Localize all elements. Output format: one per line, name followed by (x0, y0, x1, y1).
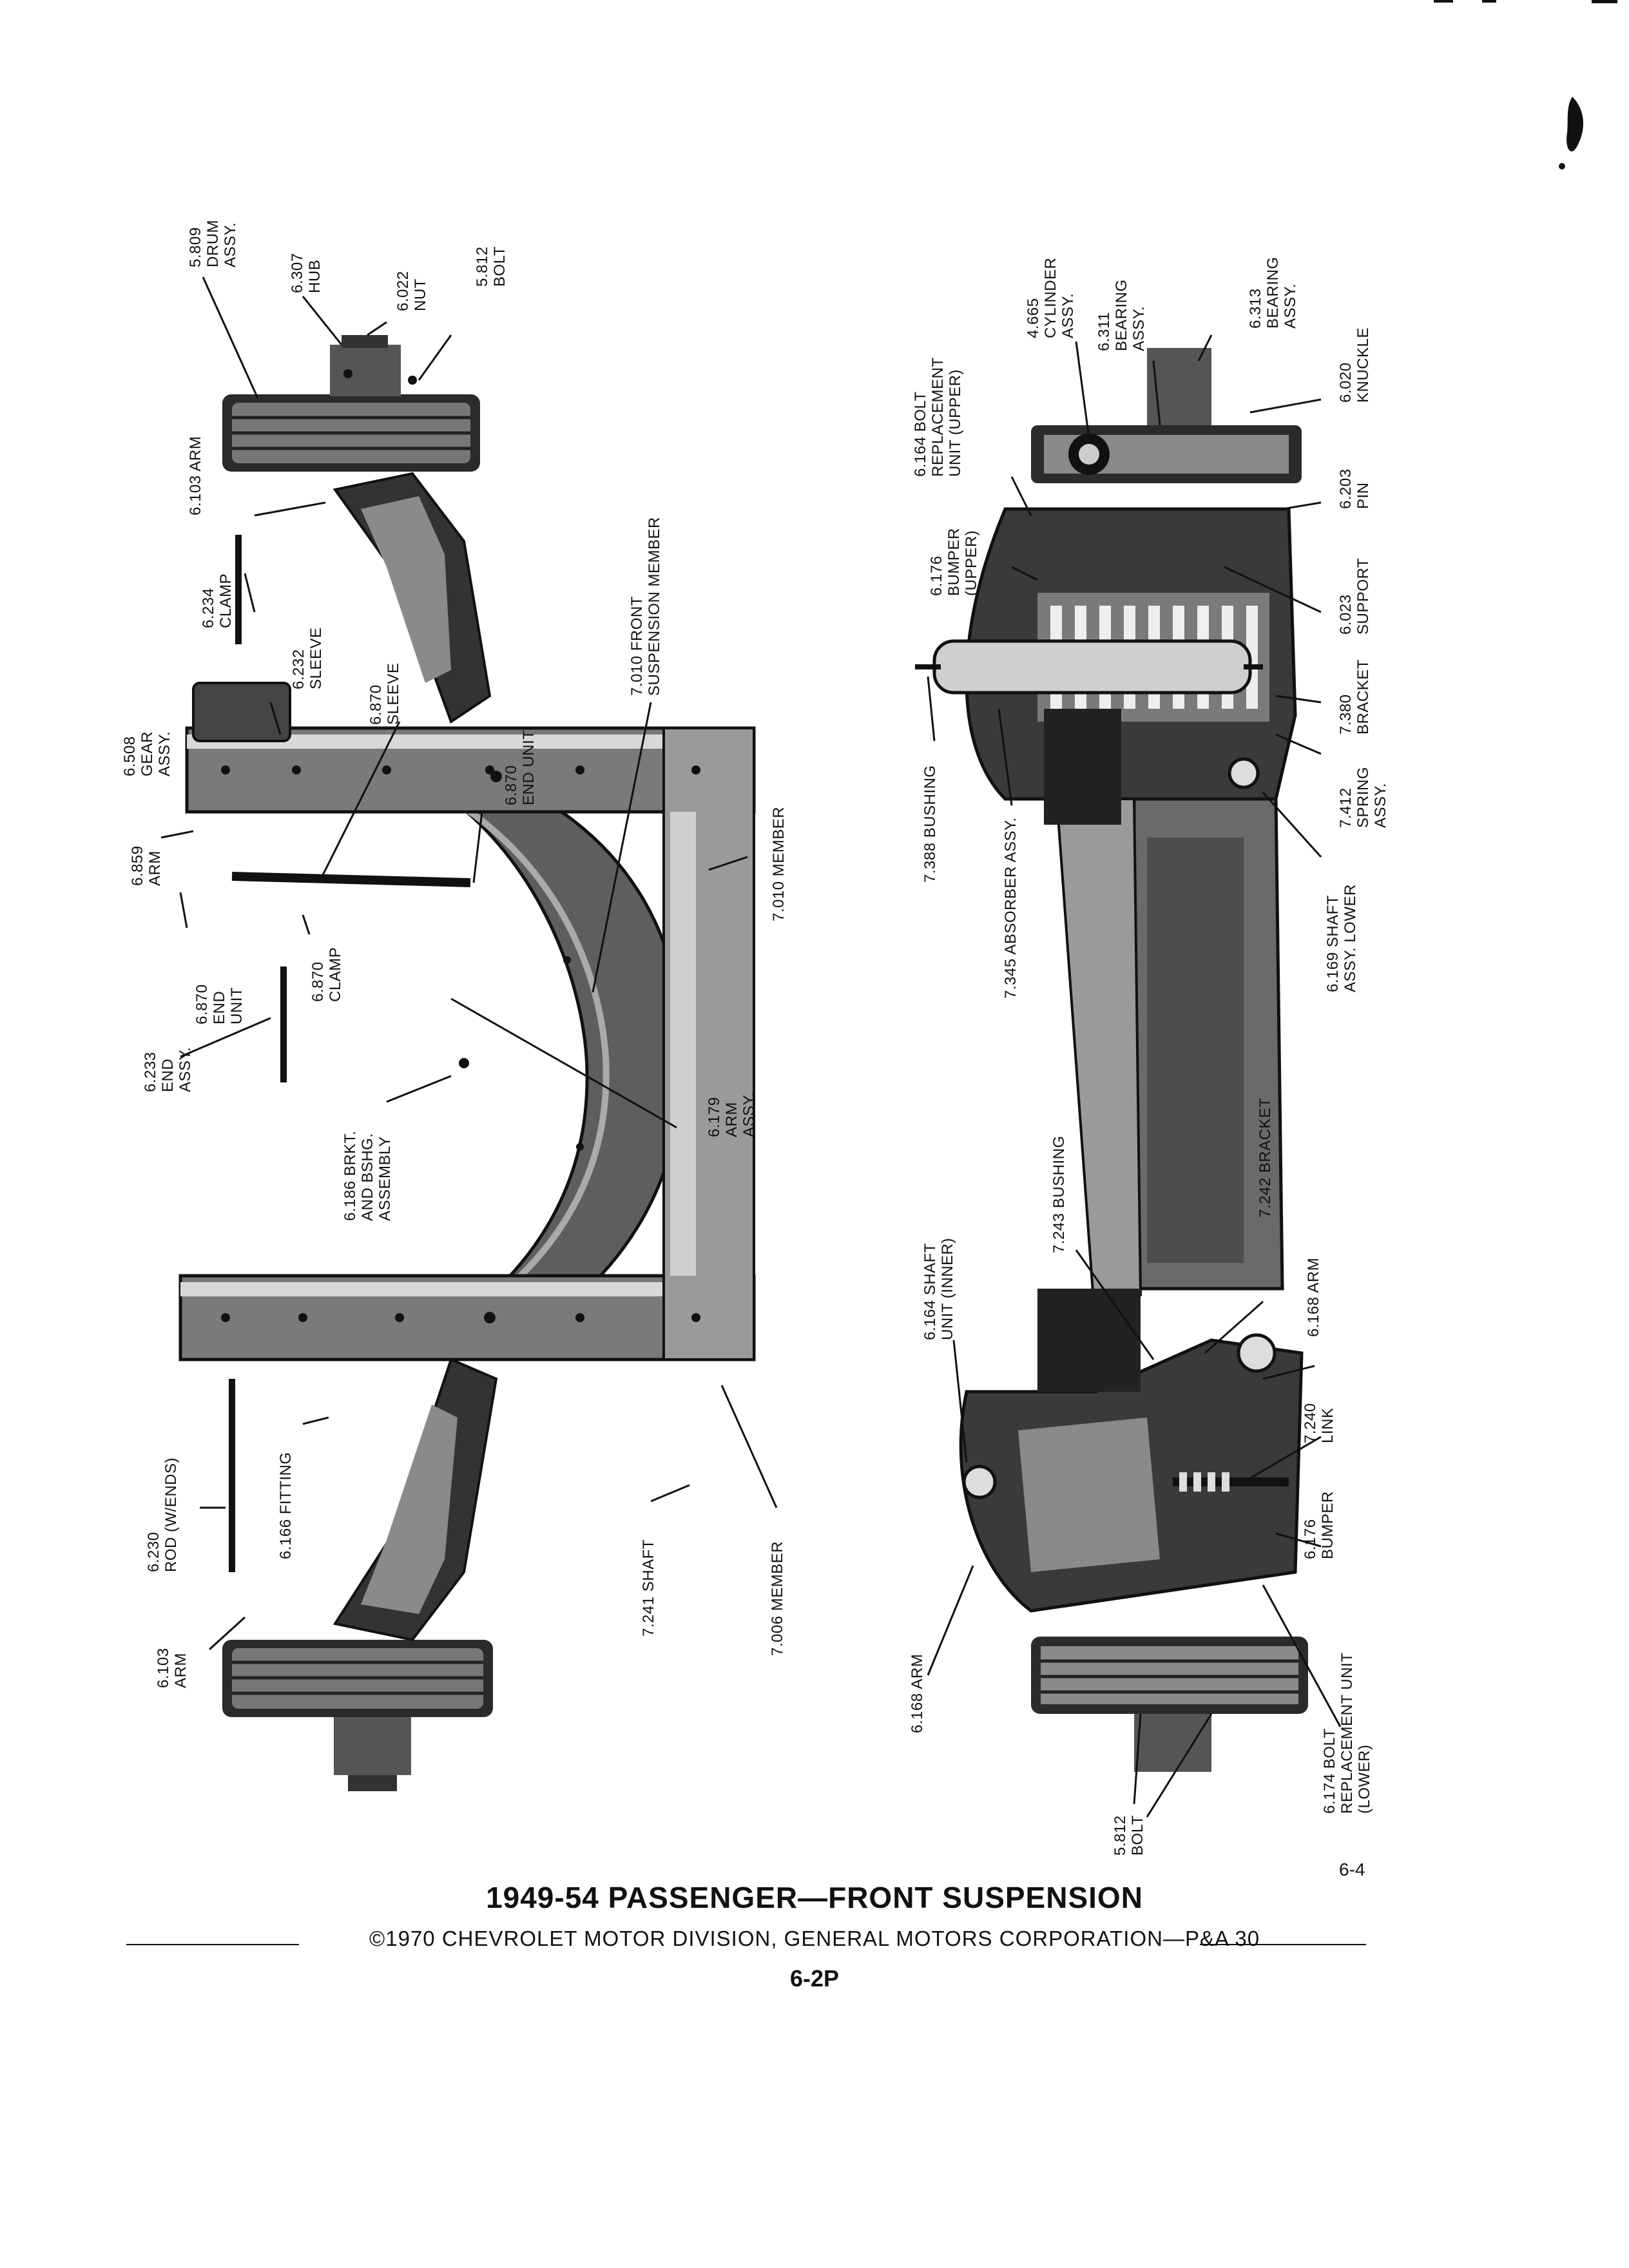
copyright-line: ©1970 CHEVROLET MOTOR DIVISION, GENERAL … (369, 1927, 1260, 1950)
page-marks (1434, 0, 1617, 169)
label-bracket-7242: 7.242 BRACKET (1257, 1097, 1274, 1218)
label-absorber-assy: 7.345 ABSORBER ASSY. (1002, 817, 1019, 999)
label-bracket-bushing-assembly: 6.186 BRKT.AND BSHG.ASSEMBLY (342, 1130, 394, 1221)
label-bushing-7388: 7.388 BUSHING (921, 765, 939, 883)
label-member-7006: 7.006 MEMBER (769, 1541, 786, 1656)
footer-rule-left (126, 1944, 299, 1945)
label-bushing-7243: 7.243 BUSHING (1050, 1135, 1068, 1253)
shock-absorber (932, 639, 1252, 695)
left-view-drawing (160, 276, 778, 1791)
upper-drum (222, 335, 480, 472)
footer-rule-right (1200, 1944, 1366, 1945)
label-arm-upper: 6.103 ARM (187, 436, 204, 515)
page-number: 6-2P (789, 1965, 840, 1992)
lower-drum (222, 1640, 493, 1791)
label-arm-6168-upper: 6.168 ARM (1305, 1257, 1322, 1337)
right-view-drawing (915, 334, 1342, 1818)
page-title: 1949-54 PASSENGER—FRONT SUSPENSION (486, 1881, 1143, 1914)
label-member-7010: 7.010 MEMBER (770, 806, 787, 921)
figure-number: 6-4 (1339, 1860, 1365, 1879)
front-suspension-member (398, 771, 685, 1361)
label-arm-6168-lower: 6.168 ARM (909, 1653, 926, 1733)
label-shaft-7241: 7.241 SHAFT (640, 1539, 657, 1637)
label-fitting: 6.166 FITTING (277, 1452, 294, 1559)
